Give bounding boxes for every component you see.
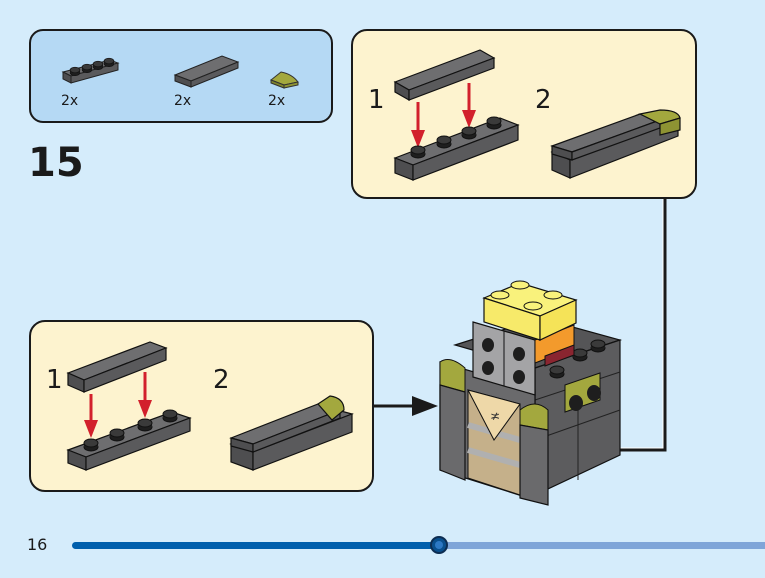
substep-bottom-1-illustration [66,341,192,471]
progress-track-completed [72,542,440,549]
callout-connector-bottom [374,396,438,416]
page-number: 16 [27,535,48,554]
part-plate-1x4 [61,57,120,84]
substep-bottom-2-illustration [229,395,354,471]
part-quarter-tile [270,71,299,89]
progress-slider-handle[interactable] [430,536,449,554]
part-quantity: 2x [61,93,79,109]
substep-top-1-illustration [393,49,520,181]
progress-track-remaining [440,542,765,549]
svg-text:≭: ≭ [490,409,500,423]
step-number: 15 [28,140,84,186]
substep-label: 2 [213,365,230,395]
substep-label: 1 [368,85,385,115]
part-quantity: 2x [268,93,286,109]
main-model-illustration: ≭ [439,280,623,506]
substep-label: 1 [46,365,63,395]
part-quantity: 2x [174,93,192,109]
substep-label: 2 [535,85,552,115]
substep-top-2-illustration [550,109,681,179]
part-tile-1x3 [173,55,240,88]
